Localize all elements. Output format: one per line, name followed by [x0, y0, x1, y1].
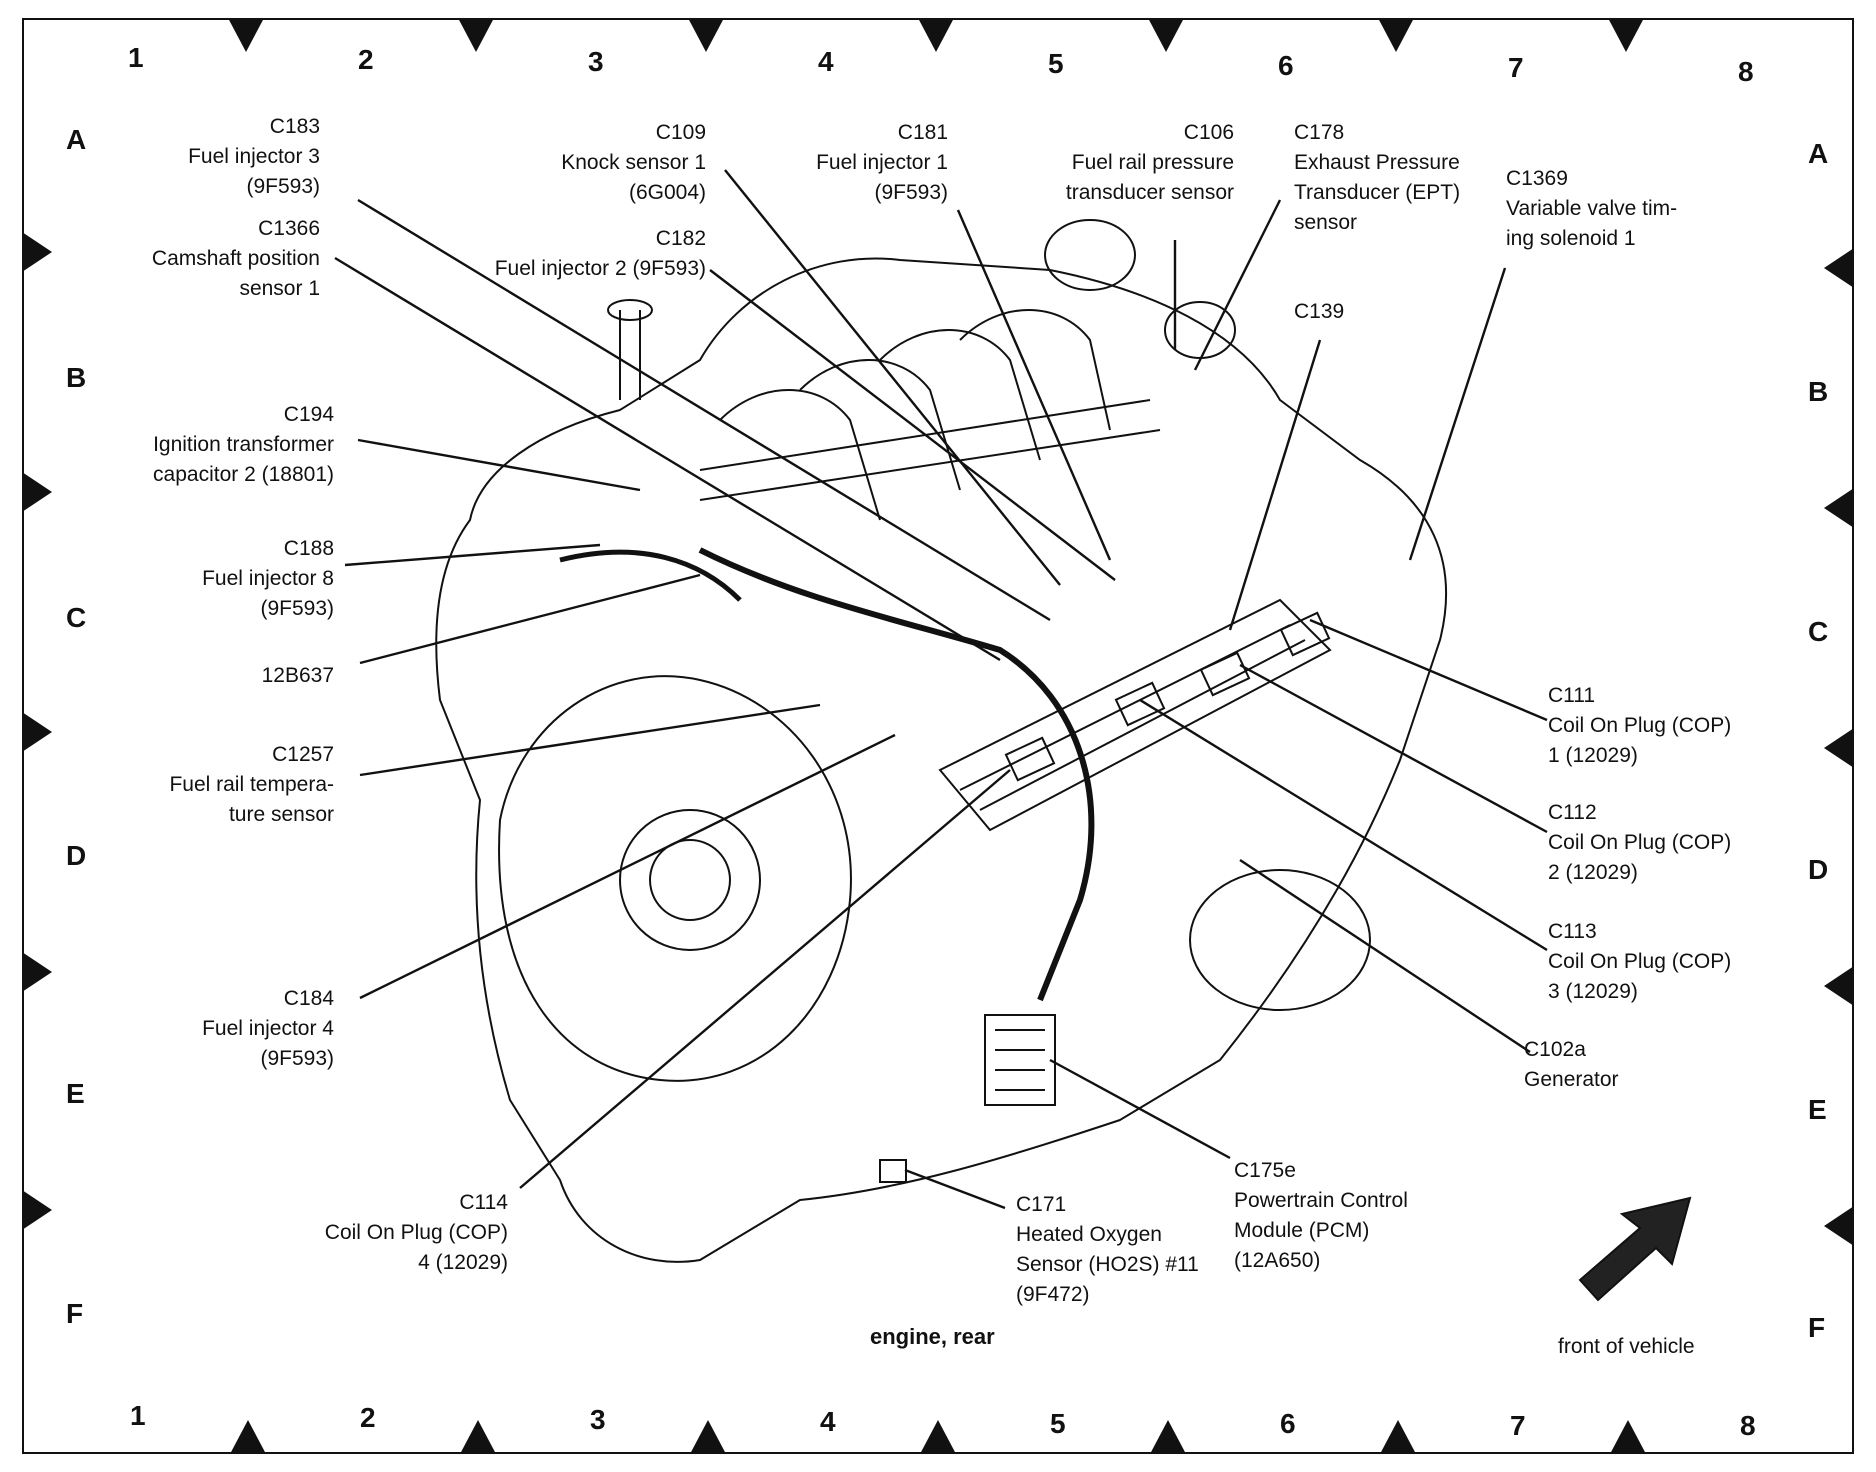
grid-col-1-bottom: 1	[130, 1400, 146, 1431]
label-c109: C109 Knock sensor 1 (6G004)	[561, 121, 706, 204]
label-c188: C188 Fuel injector 8 (9F593)	[202, 537, 334, 620]
grid-col-3-top: 3	[588, 46, 604, 77]
leader-lines	[334, 169, 1548, 1210]
grid-row-c-left: C	[66, 602, 87, 633]
grid-col-6-top: 6	[1278, 50, 1294, 81]
front-of-vehicle-label: front of vehicle	[1558, 1335, 1695, 1358]
grid-ticks	[22, 18, 1854, 1454]
grid-col-4-top: 4	[818, 46, 834, 77]
grid-col-3-bottom: 3	[590, 1404, 606, 1435]
label-12b637: 12B637	[261, 664, 334, 687]
grid-col-7-top: 7	[1508, 52, 1524, 83]
grid-row-c-right: C	[1808, 616, 1829, 647]
grid-row-a-right: A	[1808, 138, 1829, 169]
grid-row-b-right: B	[1808, 376, 1829, 407]
label-c102a: C102a Generator	[1524, 1038, 1619, 1091]
label-c111: C111 Coil On Plug (COP) 1 (12029)	[1548, 684, 1732, 767]
label-c1369: C1369 Variable valve tim- ing solenoid 1	[1506, 167, 1678, 250]
label-c106: C106 Fuel rail pressure transducer senso…	[1065, 121, 1234, 204]
grid-col-7-bottom: 7	[1510, 1410, 1526, 1441]
grid-row-e-left: E	[66, 1078, 85, 1109]
label-c1366: C1366 Camshaft position sensor 1	[151, 217, 320, 300]
grid-col-2-top: 2	[358, 44, 374, 75]
grid-col-5-top: 5	[1048, 48, 1064, 79]
label-c178: C178 Exhaust Pressure Transducer (EPT) s…	[1294, 121, 1461, 234]
label-c113: C113 Coil On Plug (COP) 3 (12029)	[1548, 920, 1732, 1003]
label-c139: C139	[1294, 300, 1345, 323]
grid-row-a-left: A	[66, 124, 87, 155]
label-c1257: C1257 Fuel rail tempera- ture sensor	[169, 743, 334, 826]
grid-row-d-left: D	[66, 840, 87, 871]
grid-col-5-bottom: 5	[1050, 1408, 1066, 1439]
grid-col-2-bottom: 2	[360, 1402, 376, 1433]
label-c184: C184 Fuel injector 4 (9F593)	[202, 987, 334, 1070]
grid-row-d-right: D	[1808, 854, 1829, 885]
grid-col-1-top: 1	[128, 42, 144, 73]
label-c171: C171 Heated Oxygen Sensor (HO2S) #11 (9F…	[1016, 1193, 1199, 1306]
front-of-vehicle-arrow-icon	[1578, 1196, 1692, 1302]
grid-row-f-right: F	[1808, 1312, 1826, 1343]
label-c183: C183 Fuel injector 3 (9F593)	[188, 115, 320, 198]
grid-row-e-right: E	[1808, 1094, 1827, 1125]
label-c112: C112 Coil On Plug (COP) 2 (12029)	[1548, 801, 1732, 884]
grid-row-f-left: F	[66, 1298, 84, 1329]
label-c182: C182 Fuel injector 2 (9F593)	[494, 227, 706, 280]
grid-col-4-bottom: 4	[820, 1406, 836, 1437]
grid-col-6-bottom: 6	[1280, 1408, 1296, 1439]
grid-col-8-bottom: 8	[1740, 1410, 1756, 1441]
diagram-caption: engine, rear	[870, 1324, 995, 1349]
label-c181: C181 Fuel injector 1 (9F593)	[816, 121, 948, 204]
grid-row-b-left: B	[66, 362, 87, 393]
grid-col-8-top: 8	[1738, 56, 1754, 87]
label-c175e: C175e Powertrain Control Module (PCM) (1…	[1234, 1159, 1408, 1272]
label-c194: C194 Ignition transformer capacitor 2 (1…	[153, 403, 334, 486]
label-c114: C114 Coil On Plug (COP) 4 (12029)	[324, 1191, 508, 1274]
